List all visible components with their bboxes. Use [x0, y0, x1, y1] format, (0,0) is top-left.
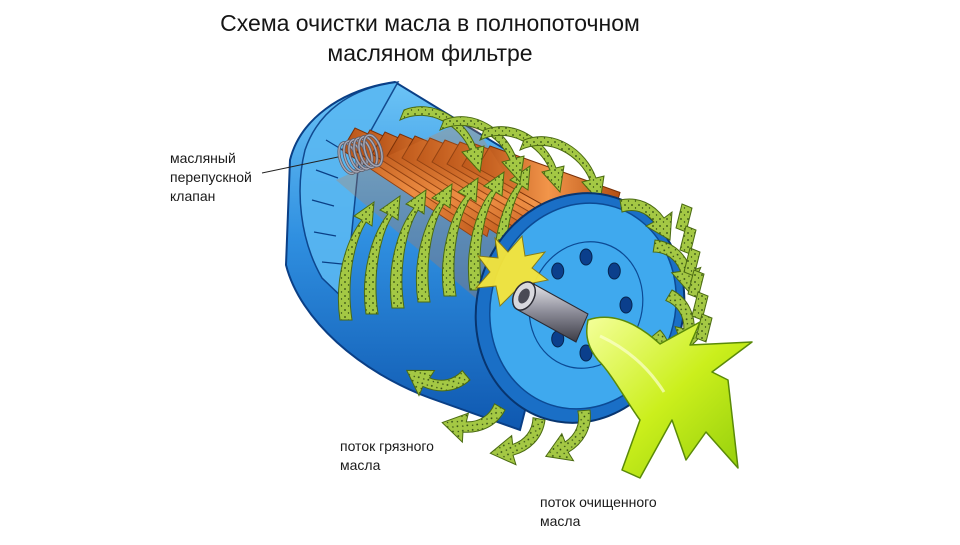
- end-cap-hole: [619, 296, 633, 314]
- dirty-flow-arrow-top: [479, 126, 565, 194]
- housing-rim-lines: [311, 139, 347, 265]
- clean-label-line-1: поток очищенного: [540, 494, 657, 510]
- threaded-outlet-pipe: [511, 281, 589, 343]
- spring-coil-highlight: [353, 137, 373, 170]
- valve-label-line-1: масляный: [170, 150, 236, 166]
- clean-oil-flow: [586, 316, 753, 479]
- diagram-title: Схема очистки масла в полнопоточном масл…: [150, 8, 710, 68]
- dirty-inlet-arrow: [405, 369, 471, 397]
- valve-label-line-2: перепускной: [170, 169, 252, 185]
- valve-leader-line: [261, 156, 339, 174]
- dirty-inlet-arrow: [441, 403, 506, 444]
- dirty-flow-arrow: [441, 176, 479, 297]
- dirty-flow-arrow: [415, 182, 453, 303]
- spring-coil-highlight: [358, 135, 378, 169]
- dirty-inlet-strip: [695, 313, 713, 343]
- dirty-flow-arrow: [389, 188, 427, 309]
- dirty-inlet-arrow: [544, 409, 591, 462]
- end-cap-hole: [579, 344, 593, 362]
- bypass-valve-spring: [337, 133, 384, 175]
- dirty-oil-label: поток грязного масла: [340, 437, 434, 475]
- housing-dome: [299, 81, 400, 302]
- clean-oil-label: поток очищенного масла: [540, 493, 657, 531]
- end-cap-hole: [551, 262, 565, 280]
- dirty-flow-arrow: [363, 194, 401, 315]
- dirty-flow-arrow: [337, 200, 375, 321]
- clean-flow-stream: [586, 316, 753, 479]
- dirty-label-line-2: масла: [340, 457, 381, 473]
- dirty-flow-arrow-top: [439, 116, 525, 184]
- bypass-valve-label: масляный перепускной клапан: [170, 149, 252, 206]
- valve-label-line-3: клапан: [170, 188, 216, 204]
- title-line-1: Схема очистки масла в полнопоточном: [220, 10, 640, 36]
- dirty-inlet-arrow: [619, 198, 673, 241]
- spring-coil-highlight: [363, 134, 383, 167]
- end-cap-hole: [579, 248, 593, 266]
- clean-label-line-2: масла: [540, 513, 581, 529]
- dirty-inlet-arrow: [652, 239, 702, 295]
- title-line-2: масляном фильтре: [327, 40, 533, 66]
- dirty-inlet-arrow: [489, 417, 546, 466]
- dirty-flow-arrow-top: [399, 106, 485, 174]
- end-cap-hole: [607, 262, 621, 280]
- dirty-label-line-1: поток грязного: [340, 438, 434, 454]
